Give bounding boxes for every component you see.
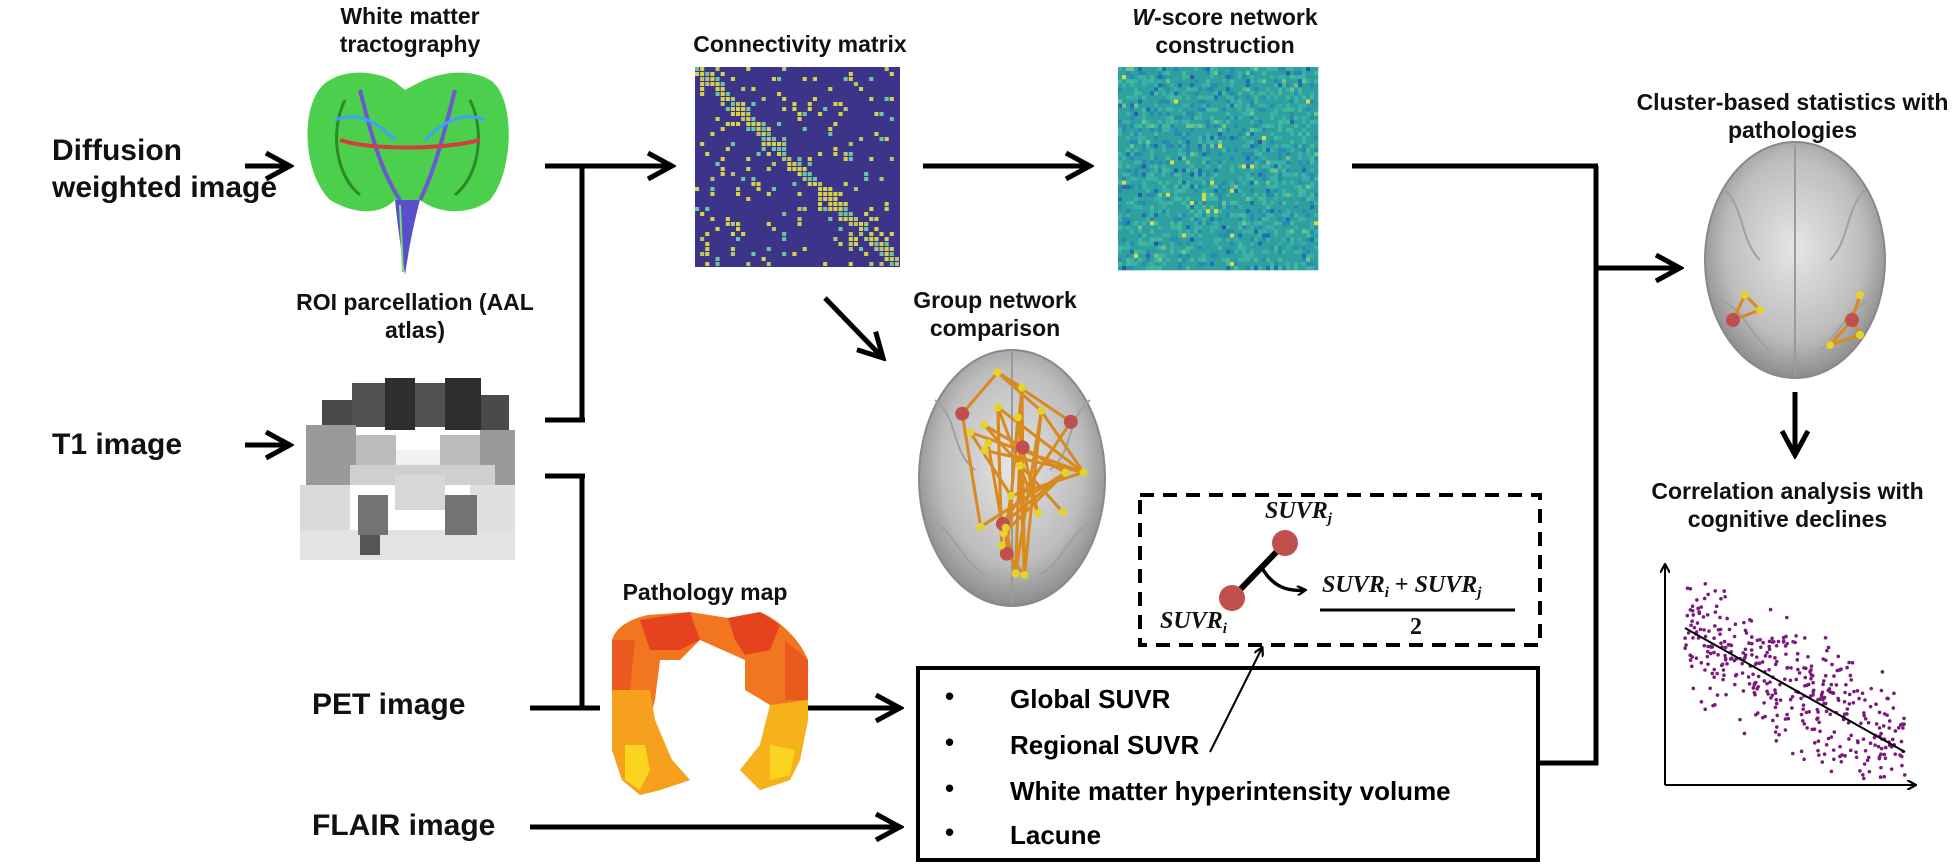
node-j bbox=[1272, 530, 1298, 556]
title-correlation: Correlation analysis with cognitive decl… bbox=[1651, 478, 1924, 533]
bullet-dot: • bbox=[945, 727, 955, 757]
formula-suvr-i: SUVRi bbox=[1160, 608, 1227, 637]
title-roi-parcellation: ROI parcellation (AAL atlas) bbox=[296, 289, 534, 344]
bracket-to-cluster bbox=[1352, 163, 1680, 766]
input-flair: FLAIR image bbox=[312, 809, 496, 842]
title-wscore-w: W bbox=[1132, 4, 1155, 30]
title-wscore: W-score network construction bbox=[1100, 3, 1350, 59]
cluster-brain bbox=[1704, 141, 1886, 379]
pathology-map-image bbox=[612, 612, 808, 795]
roi-parcellation-image bbox=[300, 378, 515, 560]
input-diffusion: Diffusion weighted image bbox=[52, 134, 278, 204]
formula-pointer-line bbox=[1209, 648, 1262, 753]
bullet-dot: • bbox=[945, 681, 955, 711]
bracket-to-matrix bbox=[545, 166, 672, 423]
pathology-measures-box bbox=[916, 666, 1540, 862]
formula-box bbox=[1138, 493, 1542, 647]
node-i bbox=[1219, 585, 1245, 611]
input-t1: T1 image bbox=[52, 428, 183, 461]
input-arrows bbox=[245, 166, 290, 445]
title-cluster-stats: Cluster-based statistics with pathologie… bbox=[1636, 89, 1949, 144]
bracket-t1-pet bbox=[545, 473, 585, 708]
title-connectivity-matrix: Connectivity matrix bbox=[693, 31, 907, 57]
title-group-network: Group network comparison bbox=[913, 287, 1077, 342]
title-wscore-rest: -score network construction bbox=[1154, 4, 1318, 59]
correlation-scatter bbox=[1665, 565, 1915, 785]
tractography-image bbox=[307, 72, 509, 275]
bullet-dot: • bbox=[945, 817, 955, 847]
formula-denominator: 2 bbox=[1410, 614, 1422, 640]
formula-numerator: SUVRi + SUVRj bbox=[1322, 572, 1482, 601]
formula-curved-arrow bbox=[1260, 567, 1305, 590]
input-pet: PET image bbox=[312, 688, 466, 721]
group-network-brain bbox=[918, 349, 1106, 607]
pet-flair-arrows bbox=[530, 708, 900, 827]
formula-suvr-j: SUVRj bbox=[1265, 498, 1332, 527]
wscore-matrix bbox=[1118, 67, 1319, 271]
arrow-matrix-to-group bbox=[823, 296, 883, 358]
title-pathology-map: Pathology map bbox=[622, 579, 788, 605]
bullet-dot: • bbox=[945, 773, 955, 803]
connectivity-matrix bbox=[695, 67, 900, 267]
title-tractography: White matter tractography bbox=[339, 3, 481, 58]
